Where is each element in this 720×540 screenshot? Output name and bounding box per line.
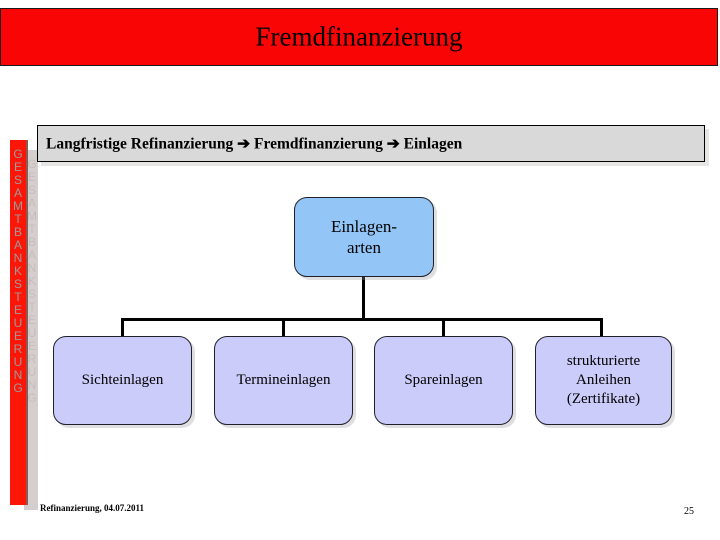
sidebar-vertical-label-shadow: G E S A M T B A N K S T E U E R U N G (24, 158, 40, 488)
sidebar-shadow-char-a: A (27, 196, 36, 210)
sidebar-char-u: U (13, 316, 23, 330)
sidebar-shadow-char-e: E (27, 170, 36, 184)
sidebar-shadow-char-s2: S (27, 287, 36, 301)
sidebar-char-m: M (13, 199, 23, 213)
sidebar-shadow-char-t: T (28, 222, 36, 236)
sidebar-char-s2: S (13, 277, 22, 291)
sidebar-char-u2: U (13, 355, 23, 369)
sidebar-shadow-char-r: R (27, 352, 37, 366)
footer-note: Refinanzierung, 04.07.2011 (40, 503, 145, 513)
sidebar-char-a2: A (13, 238, 22, 252)
sidebar-red-bar (10, 140, 28, 505)
sidebar-shadow-char-m: M (27, 209, 37, 223)
connector-stem (362, 277, 365, 321)
sidebar-char-t: T (14, 212, 22, 226)
sidebar-shadow-char-e2: E (27, 313, 36, 327)
breadcrumb: Langfristige Refinanzierung ➔ Fremdfinan… (37, 125, 705, 162)
diagram-root-label-line1: Einlagen- (330, 217, 398, 236)
sidebar-char-g: G (13, 148, 23, 161)
sidebar-shadow-char-u: U (27, 326, 37, 340)
diagram-root-label-line2: arten (347, 238, 381, 257)
connector-drop-2 (282, 318, 285, 338)
sidebar-char-n2: N (13, 368, 23, 382)
page-title: Fremdfinanzierung (255, 21, 463, 52)
sidebar-char-k: K (13, 264, 22, 278)
sidebar-shadow-char-a2: A (27, 248, 36, 262)
sidebar-char-s: S (13, 173, 22, 187)
diagram-child-node-sichteinlagen: Sichteinlagen (53, 336, 192, 425)
diagram-child-label-4-line3: (Zertifikate) (566, 391, 641, 407)
sidebar-char-e3: E (13, 329, 22, 343)
sidebar-char-b: B (13, 225, 22, 239)
sidebar-shadow-char-s: S (27, 183, 36, 197)
connector-drop-3 (442, 318, 445, 338)
diagram-root-label: Einlagen- arten (331, 216, 397, 258)
diagram-child-label-4-line1: strukturierte (566, 353, 641, 369)
connector-horizontal-bus (121, 318, 603, 321)
sidebar-char-r: R (13, 342, 23, 356)
breadcrumb-text: Langfristige Refinanzierung ➔ Fremdfinan… (46, 135, 463, 152)
sidebar-shadow-char-e3: E (27, 339, 36, 353)
sidebar-shadow-char-n2: N (27, 378, 37, 392)
sidebar-shadow-char-k: K (27, 274, 36, 288)
sidebar-shadow-char-t2: T (28, 300, 36, 314)
connector-drop-4 (600, 318, 603, 338)
connector-drop-1 (121, 318, 124, 338)
sidebar-char-n: N (13, 251, 23, 265)
diagram-child-label-1: Sichteinlagen (81, 372, 164, 388)
diagram-child-label-3: Spareinlagen (404, 372, 483, 388)
diagram-child-label-4-line2: Anleihen (576, 372, 631, 388)
sidebar-char-a: A (13, 186, 22, 200)
sidebar-vertical-label: G E S A M T B A N K S T E U E R U N G (10, 148, 26, 488)
sidebar-char-e2: E (13, 303, 22, 317)
diagram-root-node: Einlagen- arten (294, 197, 434, 277)
diagram-child-node-strukturierte-anleihen: strukturierte Anleihen (Zertifikate) (535, 336, 672, 425)
diagram-child-node-termineinlagen: Termineinlagen (214, 336, 353, 425)
sidebar-shadow-char-b: B (27, 235, 36, 249)
sidebar-shadow-char-n: N (27, 261, 37, 275)
footer-page-number: 25 (684, 506, 694, 517)
sidebar-shadow-char-g2: G (27, 391, 37, 405)
sidebar-shadow-char-g: G (27, 158, 37, 171)
diagram-child-label-2: Termineinlagen (236, 372, 331, 388)
sidebar-shadow-char-u2: U (27, 365, 37, 379)
diagram-child-node-spareinlagen: Spareinlagen (374, 336, 513, 425)
title-banner: Fremdfinanzierung (0, 8, 718, 66)
diagram-child-label-4: strukturierte Anleihen (Zertifikate) (567, 352, 640, 409)
sidebar-char-e: E (13, 160, 22, 174)
sidebar-char-g2: G (13, 381, 23, 395)
sidebar-char-t2: T (14, 290, 22, 304)
